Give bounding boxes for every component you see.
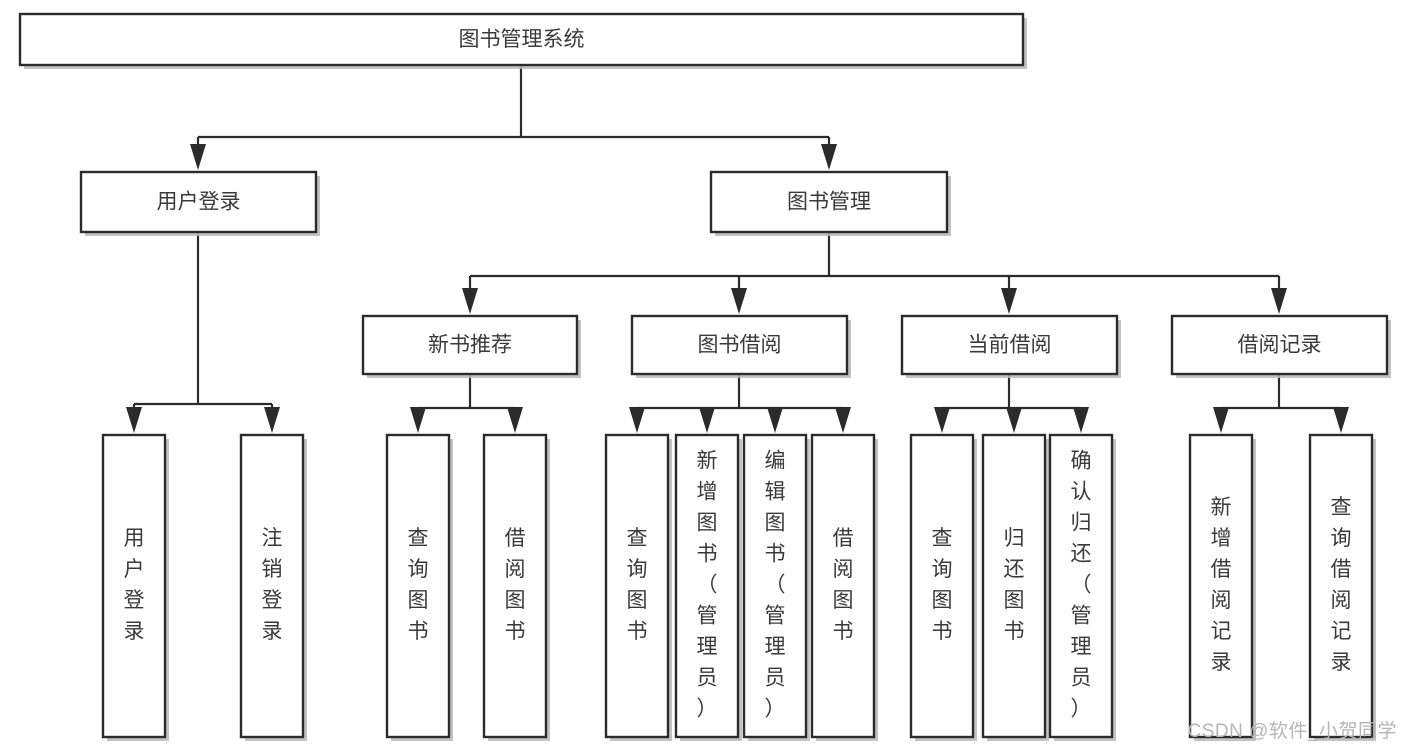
arrowhead-icon (1006, 407, 1022, 433)
level3-node-current-borrow[interactable]: 当前借阅 (900, 314, 1121, 378)
level3-node-book-borrow[interactable]: 图书借阅 (630, 314, 851, 378)
leaf-node-leaf-return-book[interactable]: 归还图书 (981, 433, 1049, 741)
level3-node-new-book-recommend[interactable]: 新书推荐 (361, 314, 581, 378)
arrowhead-icon (507, 407, 523, 433)
node-rect[interactable] (482, 433, 548, 739)
node-rect[interactable] (79, 170, 318, 234)
node-label: 归还图书 (1004, 527, 1025, 643)
leaf-node-leaf-borrow-book-recommend[interactable]: 借阅图书 (482, 433, 550, 741)
leaf-node-leaf-query-book-recommend[interactable]: 查询图书 (385, 433, 453, 741)
arrowhead-icon (731, 288, 747, 314)
level3-node-borrow-record[interactable]: 借阅记录 (1170, 314, 1391, 378)
leaf-node-leaf-add-borrow-record[interactable]: 新增借阅记录 (1188, 433, 1256, 741)
node-rect[interactable] (742, 433, 808, 739)
node-rect[interactable] (630, 314, 849, 376)
arrowhead-icon (934, 407, 950, 433)
arrowhead-icon (1001, 288, 1017, 314)
node-rect[interactable] (1048, 433, 1114, 739)
arrowhead-icon (1271, 288, 1287, 314)
connector-conn-borrow-record (1213, 374, 1349, 433)
node-rect[interactable] (981, 433, 1047, 739)
node-label: 查询借阅记录 (1331, 496, 1352, 674)
arrowhead-icon (462, 288, 478, 314)
leaf-node-leaf-add-book[interactable]: 新增图书（管理员） (674, 433, 742, 741)
node-label: 新书推荐 (428, 334, 512, 357)
arrowhead-icon (767, 407, 783, 433)
node-label: 借阅记录 (1238, 334, 1322, 357)
connector-conn-book-borrow (629, 374, 851, 433)
node-label: 查询图书 (408, 527, 429, 643)
leaf-node-leaf-user-login[interactable]: 用户登录 (101, 433, 169, 741)
connector-conn-root (190, 65, 837, 170)
node-rect[interactable] (239, 433, 305, 739)
node-label: 新增图书（管理员） (697, 450, 718, 721)
node-rect[interactable] (385, 433, 451, 739)
node-rect[interactable] (810, 433, 876, 739)
connector-conn-current-borrow (934, 374, 1089, 433)
node-label: 当前借阅 (968, 334, 1052, 357)
connector-conn-user-login (126, 232, 280, 433)
node-rect[interactable] (1170, 314, 1389, 376)
leaf-node-leaf-query-book-borrow[interactable]: 查询图书 (604, 433, 672, 741)
node-label: 图书借阅 (698, 334, 782, 357)
node-rect[interactable] (709, 170, 949, 234)
arrowhead-icon (264, 407, 280, 433)
node-rect[interactable] (674, 433, 740, 739)
node-rect[interactable] (101, 433, 167, 739)
level2-node-book-manage[interactable]: 图书管理 (709, 170, 951, 236)
leaf-node-leaf-confirm-return[interactable]: 确认归还（管理员） (1048, 433, 1116, 741)
leaf-node-leaf-logout[interactable]: 注销登录 (239, 433, 307, 741)
node-label: 借阅图书 (833, 527, 854, 643)
arrowhead-icon (835, 407, 851, 433)
node-rect[interactable] (1308, 433, 1374, 739)
node-rect[interactable] (1188, 433, 1254, 739)
arrowhead-icon (1213, 407, 1229, 433)
arrowhead-icon (699, 407, 715, 433)
node-label: 注销登录 (262, 527, 283, 643)
node-label: 图书管理 (787, 191, 871, 214)
node-rect[interactable] (900, 314, 1119, 376)
node-rect[interactable] (18, 12, 1025, 67)
arrowhead-icon (629, 407, 645, 433)
node-label: 用户登录 (124, 527, 145, 643)
node-label: 图书管理系统 (459, 28, 585, 51)
level2-node-user-login[interactable]: 用户登录 (79, 170, 320, 236)
connector-conn-new-book (410, 374, 523, 433)
arrowhead-icon (410, 407, 426, 433)
leaf-node-leaf-query-borrow-record[interactable]: 查询借阅记录 (1308, 433, 1376, 741)
arrowhead-icon (190, 144, 206, 170)
arrowhead-icon (1333, 407, 1349, 433)
leaf-node-leaf-query-book-current[interactable]: 查询图书 (909, 433, 977, 741)
node-label: 编辑图书（管理员） (765, 450, 786, 721)
node-label: 借阅图书 (505, 527, 526, 643)
arrowhead-icon (1073, 407, 1089, 433)
root-node-root[interactable]: 图书管理系统 (18, 12, 1027, 69)
node-label: 确认归还（管理员） (1071, 450, 1092, 721)
node-rect[interactable] (909, 433, 975, 739)
arrowhead-icon (821, 144, 837, 170)
connector-conn-book-manage (462, 232, 1287, 314)
node-rect[interactable] (361, 314, 579, 376)
csdn-watermark: CSDN @软件_小贺同学 (1187, 721, 1397, 742)
leaf-node-leaf-edit-book[interactable]: 编辑图书（管理员） (742, 433, 810, 741)
arrowhead-icon (126, 407, 142, 433)
node-rect[interactable] (604, 433, 670, 739)
node-label: 用户登录 (157, 191, 241, 214)
node-label: 新增借阅记录 (1211, 496, 1232, 674)
node-label: 查询图书 (932, 527, 953, 643)
node-label: 查询图书 (627, 527, 648, 643)
leaf-node-leaf-borrow-book[interactable]: 借阅图书 (810, 433, 878, 741)
